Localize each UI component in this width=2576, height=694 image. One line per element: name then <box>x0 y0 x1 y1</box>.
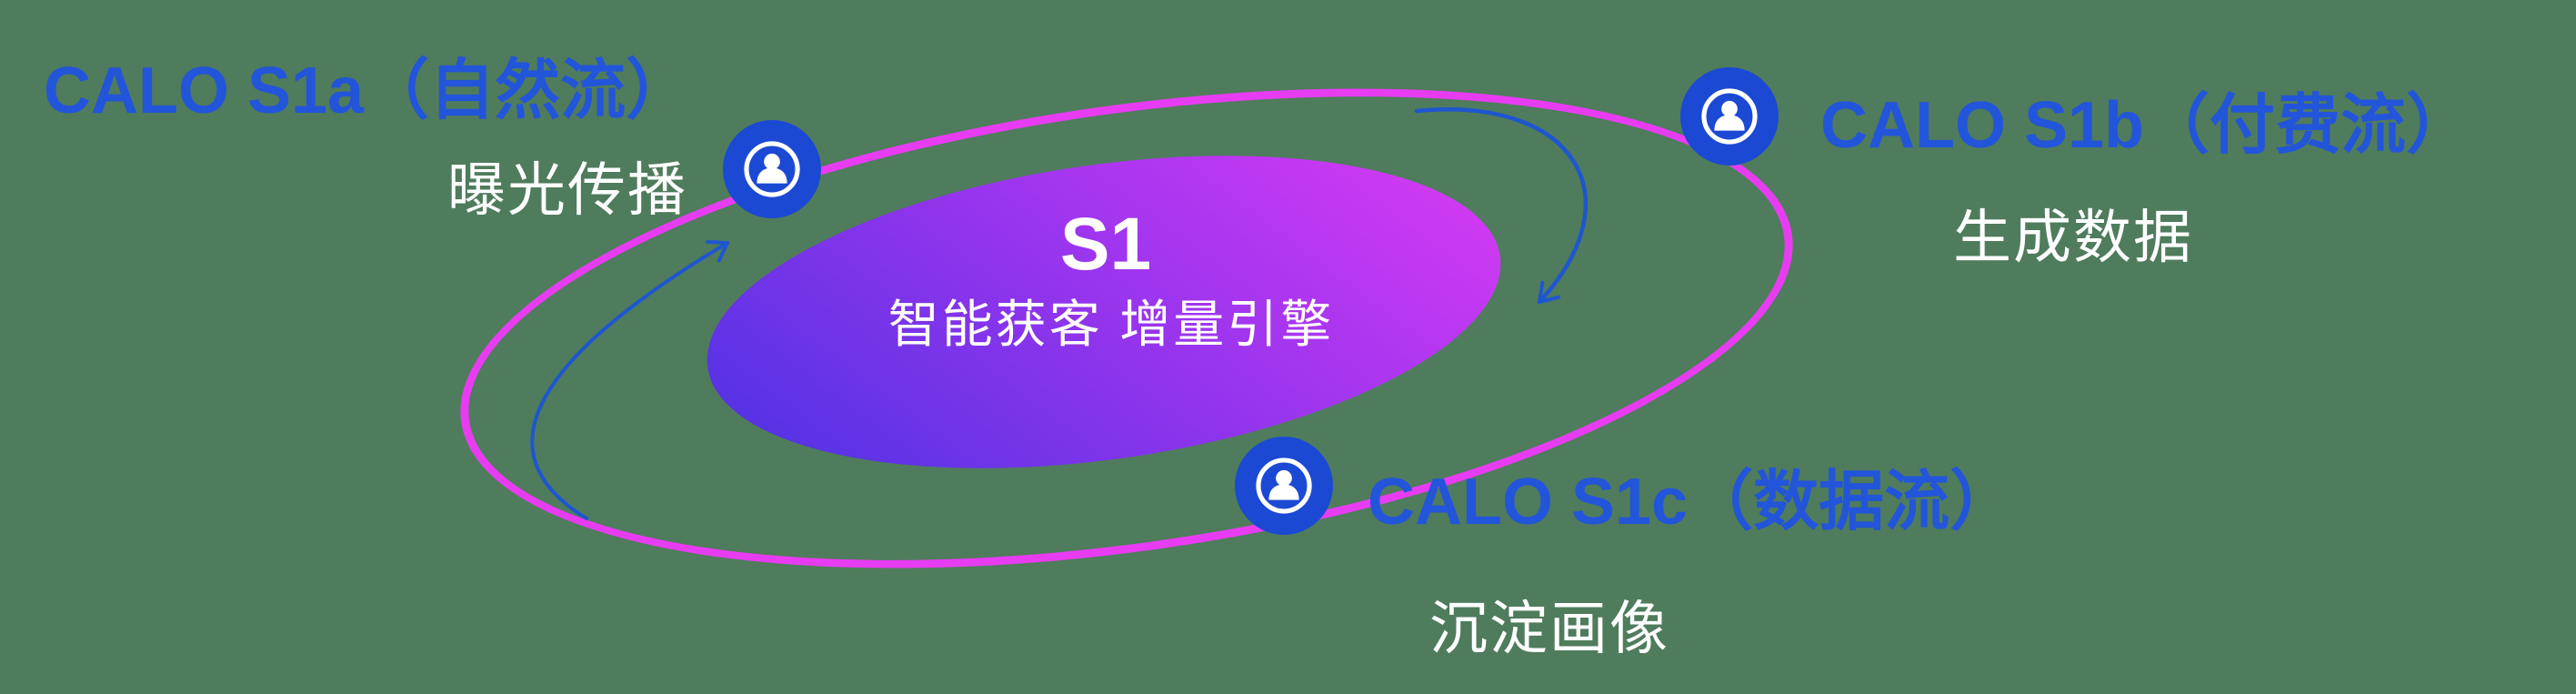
label-s1b-subtitle: 生成数据 <box>1953 205 2193 270</box>
label-s1b-title: CALO S1b（付费流） <box>1820 89 2472 162</box>
label-s1c-title: CALO S1c（数据流） <box>1368 466 2016 538</box>
label-s1c-subtitle: 沉淀画像 <box>1429 596 1669 661</box>
person-icon <box>1235 437 1333 535</box>
label-s1a-title: CALO S1a（自然流） <box>44 55 692 127</box>
flow-arrow-left <box>530 239 729 520</box>
node-s1c <box>1235 437 1333 535</box>
core-title: S1 <box>1059 203 1152 286</box>
flow-arrow-right <box>1414 107 1589 305</box>
core-subtitle: 智能获客 增量引擎 <box>887 296 1335 353</box>
node-s1a <box>723 120 821 218</box>
person-icon <box>723 120 821 218</box>
label-s1a-subtitle: 曝光传播 <box>447 157 687 223</box>
person-icon <box>1680 67 1779 166</box>
node-s1b <box>1680 67 1779 166</box>
